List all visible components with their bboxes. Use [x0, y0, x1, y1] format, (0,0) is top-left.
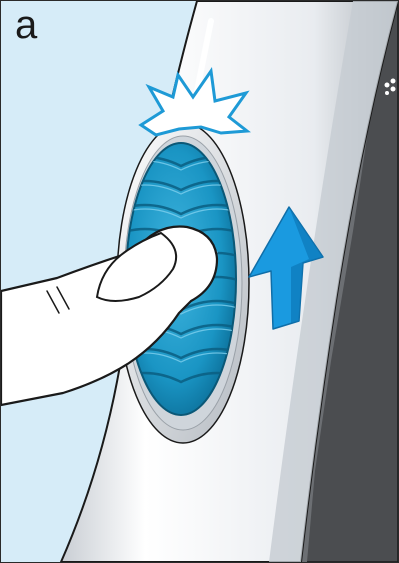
- panel-label: a: [15, 5, 37, 45]
